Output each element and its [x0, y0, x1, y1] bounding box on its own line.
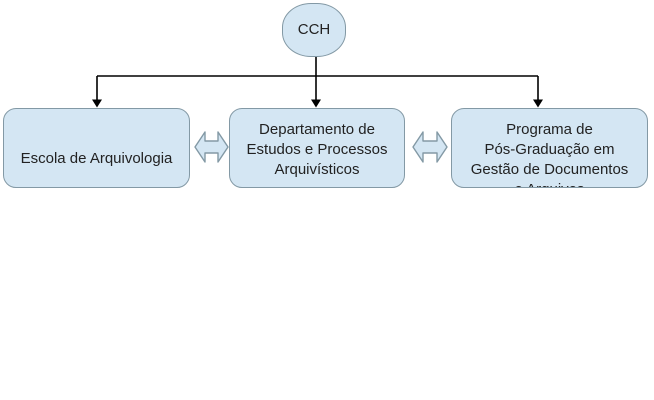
double-arrow-icon: [412, 131, 448, 163]
node-text-line: Programa de: [506, 121, 593, 138]
down-arrowhead-icon: [92, 99, 102, 108]
node-text-line: Escola de Arquivologia: [20, 150, 173, 167]
node-text-line: Arquivísticos: [274, 161, 360, 178]
double-arrow-icon: [194, 131, 229, 163]
arrowheads: [92, 99, 543, 108]
node-text-line: Pós-Graduação em: [484, 141, 615, 158]
down-arrowhead-icon: [533, 99, 543, 108]
node-text-line: Estudos e Processos: [246, 141, 388, 158]
connector-lines: [96, 57, 539, 100]
node-text-line: Gestão de Documentos: [470, 161, 629, 178]
node-escola-de-arquivologia: Escola de Arquivologia: [3, 108, 190, 188]
node-departamento: Departamento de Estudos e Processos Arqu…: [229, 108, 405, 188]
node-text-line: Departamento de: [259, 121, 375, 138]
node-cch: CCH: [282, 3, 346, 57]
node-text-line-clipped: e Arquivos: [452, 180, 647, 187]
node-cch-label: CCH: [297, 21, 331, 38]
down-arrowhead-icon: [311, 99, 321, 108]
node-programa-pos-graduacao: Programa de Pós-Graduação em Gestão de D…: [451, 108, 648, 188]
